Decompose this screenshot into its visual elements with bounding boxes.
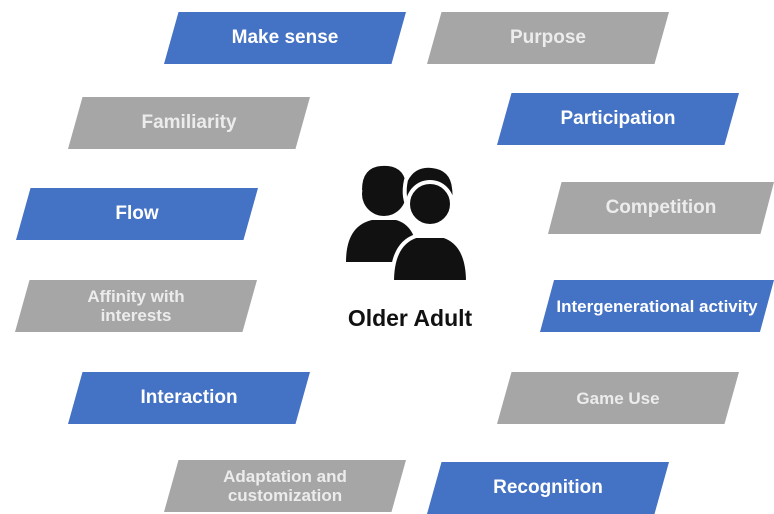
tile-purpose: Purpose — [427, 12, 669, 64]
tile-competition: Competition — [548, 182, 774, 234]
group-people-icon — [346, 163, 471, 284]
tile-interaction: Interaction — [68, 372, 310, 424]
tile-flow: Flow — [16, 188, 258, 240]
tile-familiarity: Familiarity — [68, 97, 310, 149]
tile-game-use: Game Use — [497, 372, 739, 424]
tile-participation: Participation — [497, 93, 739, 145]
center-label: Older Adult — [347, 305, 473, 331]
tile-adaptation-and-customization: Adaptation and customization — [164, 460, 406, 512]
tile-affinity-with-interests: Affinity with interests — [15, 280, 257, 332]
tile-intergenerational-activity: Intergenerational activity — [540, 280, 774, 332]
tile-recognition: Recognition — [427, 462, 669, 514]
tile-make-sense: Make sense — [164, 12, 406, 64]
